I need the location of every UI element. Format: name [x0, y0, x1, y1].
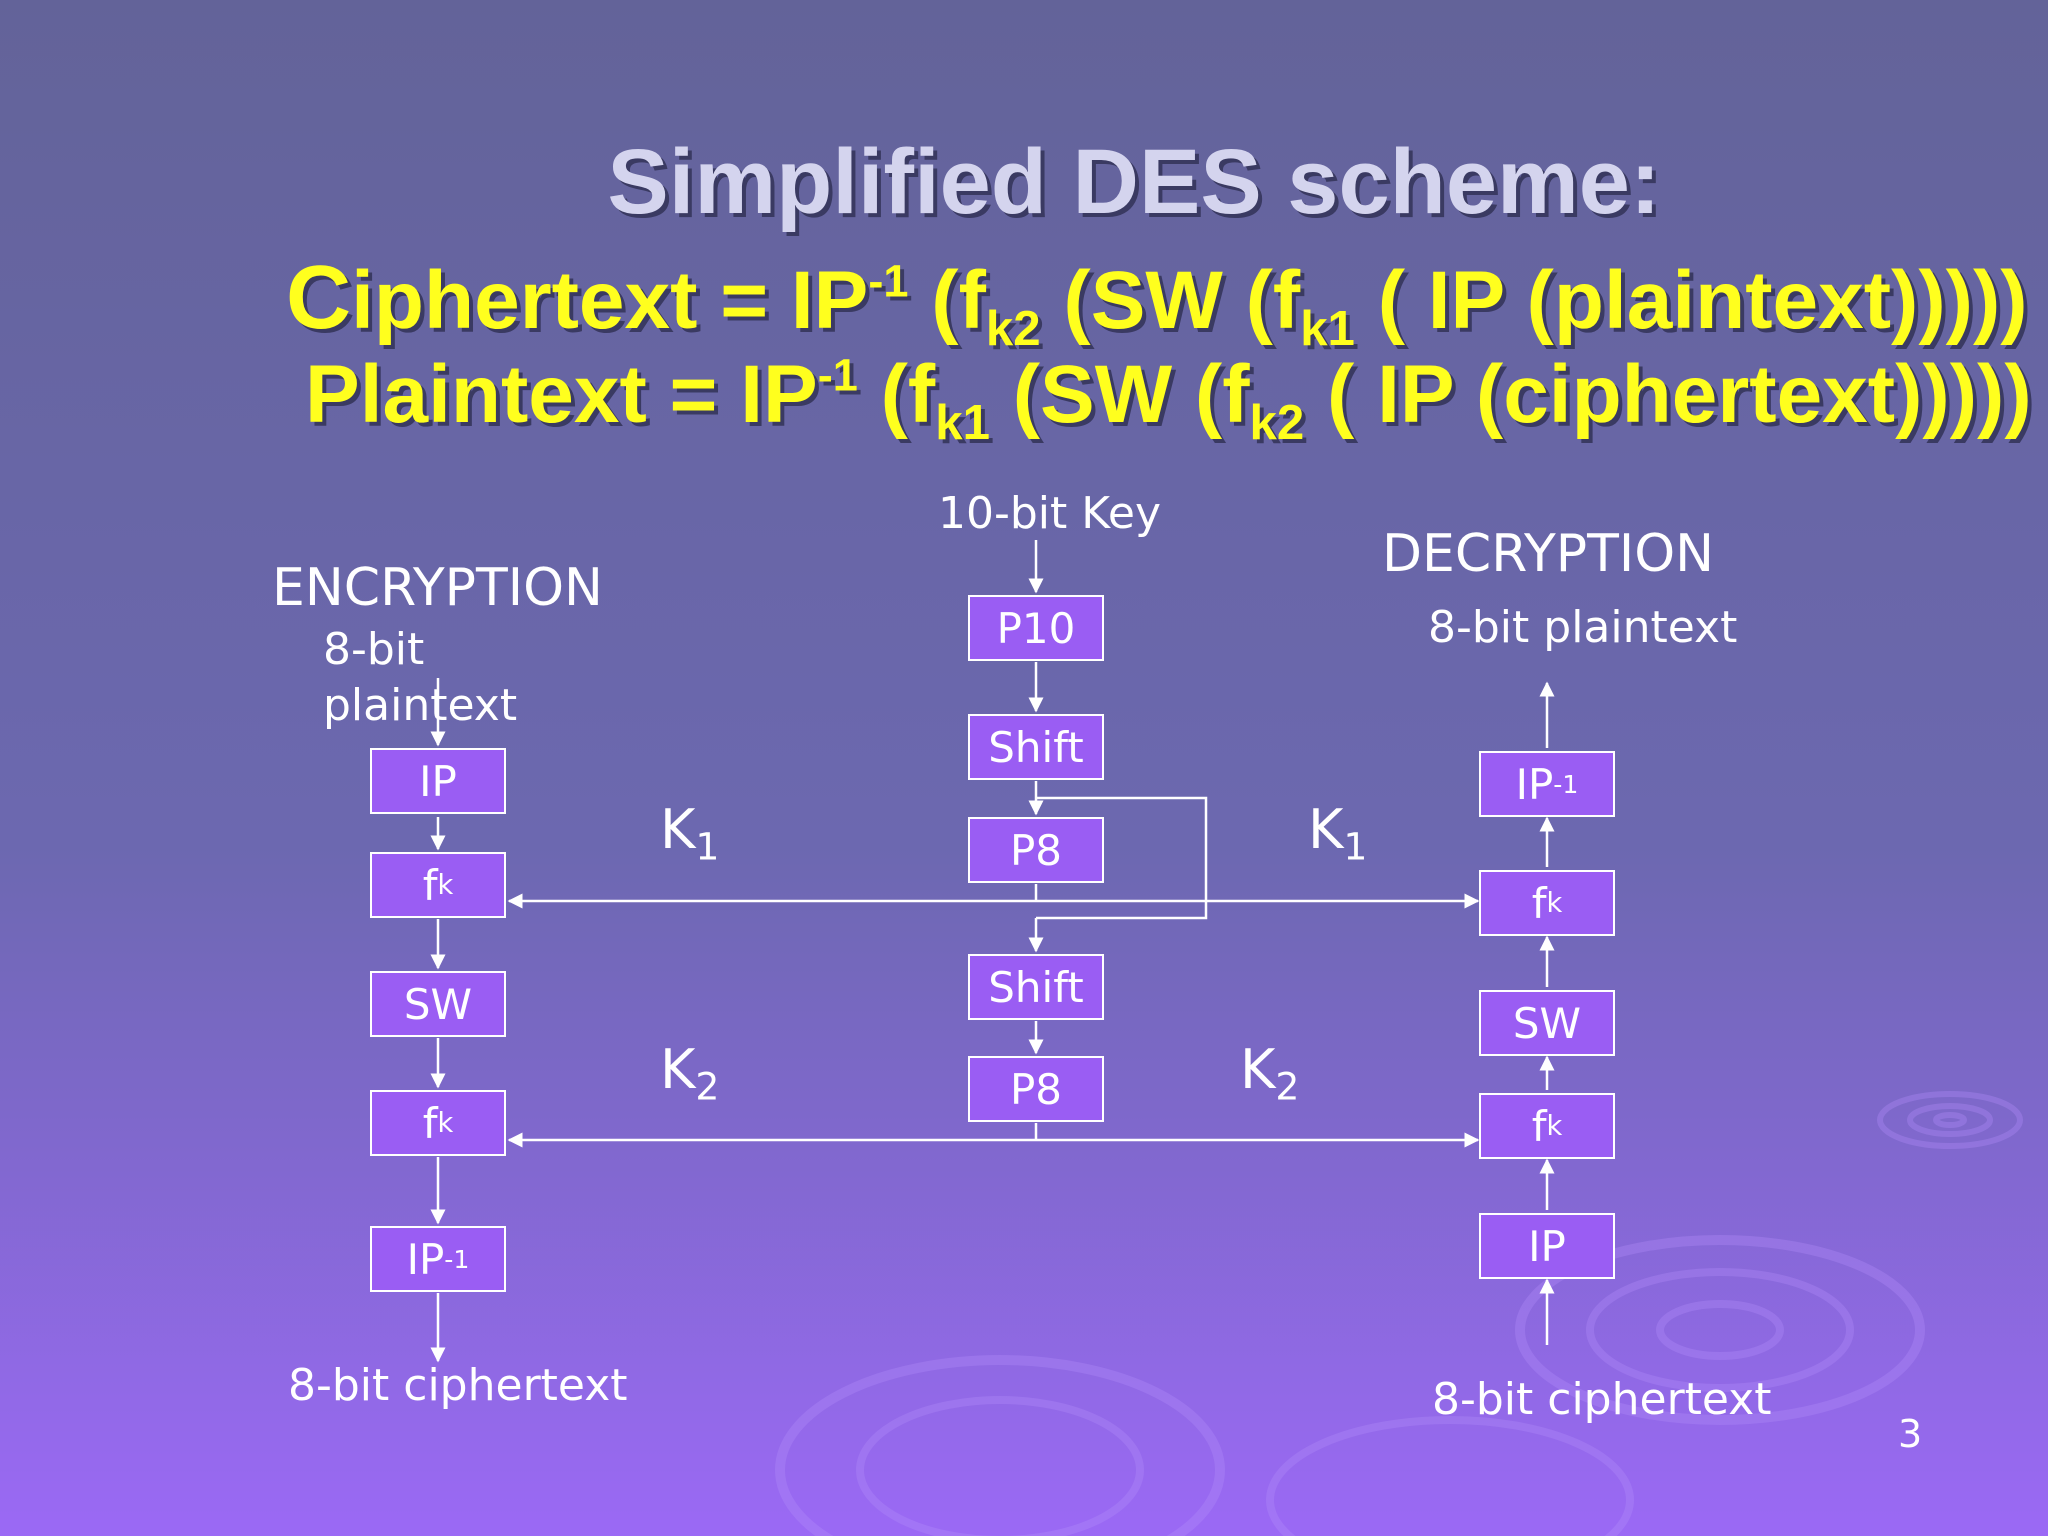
k1-label-right: K1	[1308, 798, 1368, 869]
shift-box-1: Shift	[968, 714, 1104, 780]
key-input-label: 10-bit Key	[938, 488, 1162, 539]
dec-output-label: 8-bit plaintext	[1428, 602, 1738, 653]
encryption-heading: ENCRYPTION	[272, 558, 603, 618]
enc-input-label-line1: 8-bit	[323, 624, 425, 675]
p8-box-1: P8	[968, 817, 1104, 883]
enc-ip-box: IP	[370, 748, 506, 814]
k2-label-left: K2	[660, 1038, 720, 1109]
ciphertext-equation: Ciphertext = IP-1 (fk2 (SW (fk1 ( IP (pl…	[286, 247, 2028, 357]
plaintext-equation: Plaintext = IP-1 (fk1 (SW (fk2 ( IP (cip…	[305, 349, 2032, 451]
k1-label-left: K1	[660, 798, 720, 869]
p8-box-2: P8	[968, 1056, 1104, 1122]
decryption-heading: DECRYPTION	[1382, 524, 1715, 584]
page-number: 3	[1898, 1412, 1923, 1456]
key-bypass-line	[1036, 796, 1208, 920]
shift-box-2: Shift	[968, 954, 1104, 1020]
enc-sw-box: SW	[370, 971, 506, 1037]
enc-output-label: 8-bit ciphertext	[288, 1360, 628, 1411]
dec-ip-inverse-box: IP-1	[1479, 751, 1615, 817]
ripple-decoration	[775, 1091, 2023, 1536]
dec-ip-box: IP	[1479, 1213, 1615, 1279]
p10-box: P10	[968, 595, 1104, 661]
k2-label-right: K2	[1240, 1038, 1300, 1109]
enc-ip-inverse-box: IP-1	[370, 1226, 506, 1292]
dec-sw-box: SW	[1479, 990, 1615, 1056]
dec-input-label: 8-bit ciphertext	[1432, 1374, 1772, 1425]
slide-title: Simplified DES scheme:	[607, 131, 1661, 233]
enc-input-label-line2: plaintext	[323, 680, 518, 731]
